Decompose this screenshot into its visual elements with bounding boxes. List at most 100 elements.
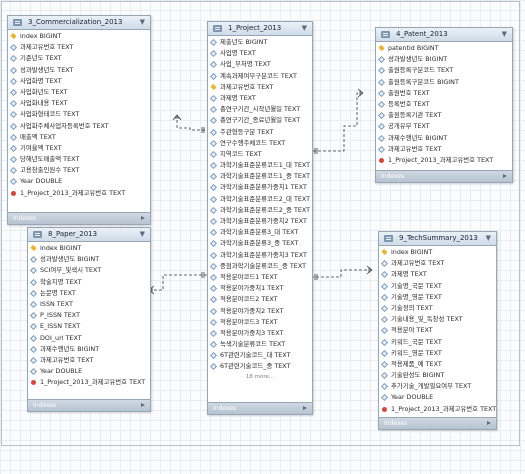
- column-row[interactable]: E_ISSN TEXT: [28, 321, 150, 332]
- table-header[interactable]: 4_Patent_2013 ▼: [376, 28, 512, 42]
- column-row[interactable]: 키워드_영문 TEXT: [379, 348, 496, 359]
- column-row[interactable]: 기술완성도 BIGINT: [379, 370, 496, 381]
- column-row[interactable]: 과제수행년도 BIGINT: [376, 133, 512, 144]
- collapse-arrow-icon[interactable]: ▼: [301, 24, 307, 32]
- column-row[interactable]: 6T관련기술코드_대 TEXT: [208, 350, 312, 361]
- column-row[interactable]: 출원등록기관 TEXT: [376, 110, 512, 121]
- column-row[interactable]: 과제고유번호 TEXT: [379, 258, 496, 269]
- column-row[interactable]: 적용분야코드1 TEXT: [208, 272, 312, 283]
- column-row[interactable]: 적용분야가중치2 TEXT: [208, 306, 312, 317]
- column-row[interactable]: 사업_부처명 TEXT: [208, 59, 312, 70]
- column-row[interactable]: 적용제품_예 TEXT: [379, 359, 496, 370]
- indexes-footer[interactable]: Indexes: [376, 170, 512, 182]
- column-row[interactable]: 과학기술표준분류코드2_대 TEXT: [208, 194, 312, 205]
- column-row[interactable]: 사업화내용 TEXT: [8, 98, 150, 109]
- column-row[interactable]: 당해년도매출액 TEXT: [8, 154, 150, 165]
- column-row[interactable]: 총연구기간_시작년월일 TEXT: [208, 104, 312, 115]
- column-row[interactable]: DOI_url TEXT: [28, 333, 150, 344]
- column-row[interactable]: 과학기술표준분류코드1_대 TEXT: [208, 160, 312, 171]
- expand-indexes-icon[interactable]: [141, 403, 145, 407]
- column-row[interactable]: 적용분야가중치3 TEXT: [208, 328, 312, 339]
- column-row[interactable]: 성과발생년도 BIGINT: [376, 54, 512, 65]
- column-row[interactable]: 등록번호 TEXT: [376, 99, 512, 110]
- column-row[interactable]: P_ISSN TEXT: [28, 310, 150, 321]
- column-row[interactable]: 기술명_국문 TEXT: [379, 281, 496, 292]
- table-header[interactable]: 1_Project_2013 ▼: [208, 22, 312, 36]
- column-row[interactable]: Year DOUBLE: [28, 366, 150, 377]
- column-row[interactable]: 매출액 TEXT: [8, 132, 150, 143]
- indexes-footer[interactable]: Indexes: [8, 212, 150, 224]
- column-row[interactable]: 과학기술표준분류가중치3 TEXT: [208, 250, 312, 261]
- column-row[interactable]: 1_Project_2013_과제고유번호 TEXT: [28, 377, 150, 388]
- column-row[interactable]: 사업화형태코드 TEXT: [8, 109, 150, 120]
- collapse-arrow-icon[interactable]: ▼: [485, 234, 491, 242]
- column-row[interactable]: 과제고유번호 TEXT: [208, 82, 312, 93]
- column-row[interactable]: 키워드_국문 TEXT: [379, 337, 496, 348]
- column-row[interactable]: 과학기술표준분류가중치2 TEXT: [208, 216, 312, 227]
- table-header[interactable]: 9_TechSummary_2013 ▼: [379, 232, 496, 246]
- column-row[interactable]: 성과발생년도 TEXT: [8, 65, 150, 76]
- column-row[interactable]: index BIGINT: [28, 243, 150, 254]
- column-row[interactable]: 1_Project_2013_과제고유번호 TEXT: [379, 404, 496, 415]
- column-row[interactable]: 6T관련기술코드_중 TEXT: [208, 361, 312, 372]
- column-row[interactable]: 중점과학기술분류코드_중 TEXT: [208, 261, 312, 272]
- column-row[interactable]: 연구수행주체코드 TEXT: [208, 138, 312, 149]
- column-row[interactable]: 녹색기술분류코드 TEXT: [208, 339, 312, 350]
- indexes-footer[interactable]: Indexes: [208, 402, 312, 414]
- column-row[interactable]: 기준년도 TEXT: [8, 53, 150, 64]
- column-row[interactable]: 과제명 TEXT: [208, 93, 312, 104]
- more-columns-label[interactable]: 18 more...: [245, 373, 275, 380]
- column-row[interactable]: 지역코드 TEXT: [208, 149, 312, 160]
- column-row[interactable]: 과제고유번호 TEXT: [28, 355, 150, 366]
- collapse-arrow-icon[interactable]: ▼: [139, 230, 145, 238]
- column-row[interactable]: 과학기술표준분류3_대 TEXT: [208, 227, 312, 238]
- column-row[interactable]: 계속과제여부구분코드 TEXT: [208, 71, 312, 82]
- column-row[interactable]: 과학기술표준분류코드2_중 TEXT: [208, 205, 312, 216]
- column-row[interactable]: 1_Project_2013_과제고유번호 TEXT: [376, 155, 512, 166]
- column-row[interactable]: 과학기술표준분류가중치1 TEXT: [208, 182, 312, 193]
- column-row[interactable]: 기여율액 TEXT: [8, 143, 150, 154]
- column-row[interactable]: 기술명_영문 TEXT: [379, 292, 496, 303]
- column-row[interactable]: 출원번호 TEXT: [376, 88, 512, 99]
- column-row[interactable]: SCI여부_및색시 TEXT: [28, 265, 150, 276]
- column-row[interactable]: 1_Project_2013_과제고유번호 TEXT: [8, 188, 150, 199]
- expand-indexes-icon[interactable]: [141, 216, 145, 220]
- column-row[interactable]: 과학기술표준분류3_중 TEXT: [208, 238, 312, 249]
- column-row[interactable]: 기술내용_및_독창성 TEXT: [379, 314, 496, 325]
- column-row[interactable]: 적용분야코드3 TEXT: [208, 317, 312, 328]
- column-row[interactable]: 적용분야 TEXT: [379, 325, 496, 336]
- expand-indexes-icon[interactable]: [503, 174, 507, 178]
- column-row[interactable]: Year DOUBLE: [8, 176, 150, 187]
- expand-indexes-icon[interactable]: [487, 421, 491, 425]
- column-row[interactable]: 출원등록구분코드 TEXT: [376, 65, 512, 76]
- column-row[interactable]: 사업화년도 TEXT: [8, 87, 150, 98]
- column-row[interactable]: 총연구기간_종료년월일 TEXT: [208, 115, 312, 126]
- table-header[interactable]: 8_Paper_2013 ▼: [28, 228, 150, 242]
- column-row[interactable]: patentid BIGINT: [376, 43, 512, 54]
- table-header[interactable]: 3_Commercialization_2013 ▼: [8, 16, 150, 30]
- column-row[interactable]: 공개유무 TEXT: [376, 121, 512, 132]
- column-row[interactable]: 사업화주체사업자등록번호 TEXT: [8, 121, 150, 132]
- column-row[interactable]: 사업명 TEXT: [208, 48, 312, 59]
- column-row[interactable]: 기술정의 TEXT: [379, 303, 496, 314]
- column-row[interactable]: 과제고유번호 TEXT: [8, 42, 150, 53]
- column-row[interactable]: 과제수행년도 BIGINT: [28, 344, 150, 355]
- column-row[interactable]: index BIGINT: [379, 247, 496, 258]
- column-row[interactable]: 논문명 TEXT: [28, 288, 150, 299]
- collapse-arrow-icon[interactable]: ▼: [501, 30, 507, 38]
- expand-indexes-icon[interactable]: [303, 406, 307, 410]
- collapse-arrow-icon[interactable]: ▼: [139, 18, 145, 26]
- column-row[interactable]: 과제명 TEXT: [379, 269, 496, 280]
- indexes-footer[interactable]: Indexes: [379, 417, 496, 429]
- column-row[interactable]: 사업화명 TEXT: [8, 76, 150, 87]
- column-row[interactable]: Year DOUBLE: [379, 392, 496, 403]
- column-row[interactable]: 과학기술표준분류코드1_중 TEXT: [208, 171, 312, 182]
- column-row[interactable]: 학술지명 TEXT: [28, 277, 150, 288]
- column-row[interactable]: ISSN TEXT: [28, 299, 150, 310]
- column-row[interactable]: 과제고유번호 TEXT: [376, 144, 512, 155]
- column-row[interactable]: 적용분야가중치1 TEXT: [208, 283, 312, 294]
